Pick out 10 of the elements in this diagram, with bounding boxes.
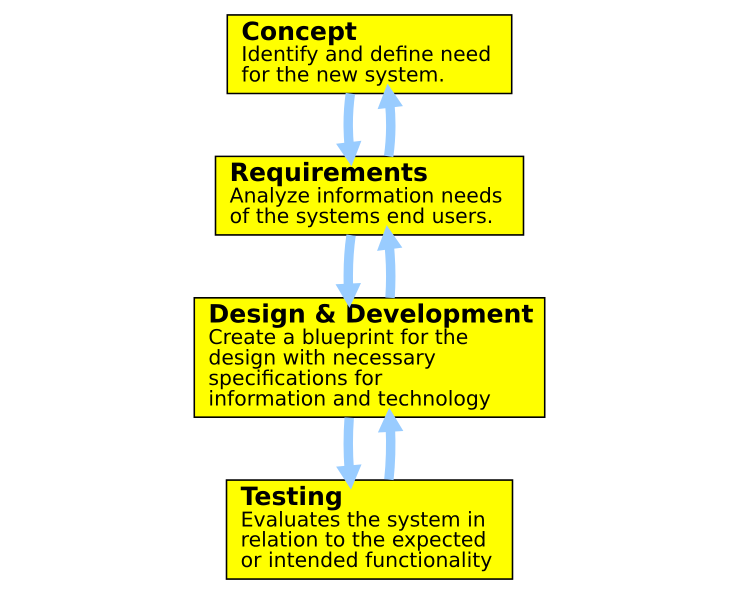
arrow [378,84,403,157]
arrow [377,225,402,298]
arrow [336,234,361,308]
arrow [336,92,362,166]
arrow [378,408,404,480]
node-box: Concept Identify and define need for the new system. [226,14,512,94]
node-box: Design & Development Create a blueprint for the design with necessary specifications for information and technology [194,297,546,418]
arrow [336,417,362,490]
node-box: Requirements Analyze information needs of the systems end users. [214,156,524,236]
node-box: Testing Evaluates the system in relation to the expected or intended functionality [226,479,514,580]
